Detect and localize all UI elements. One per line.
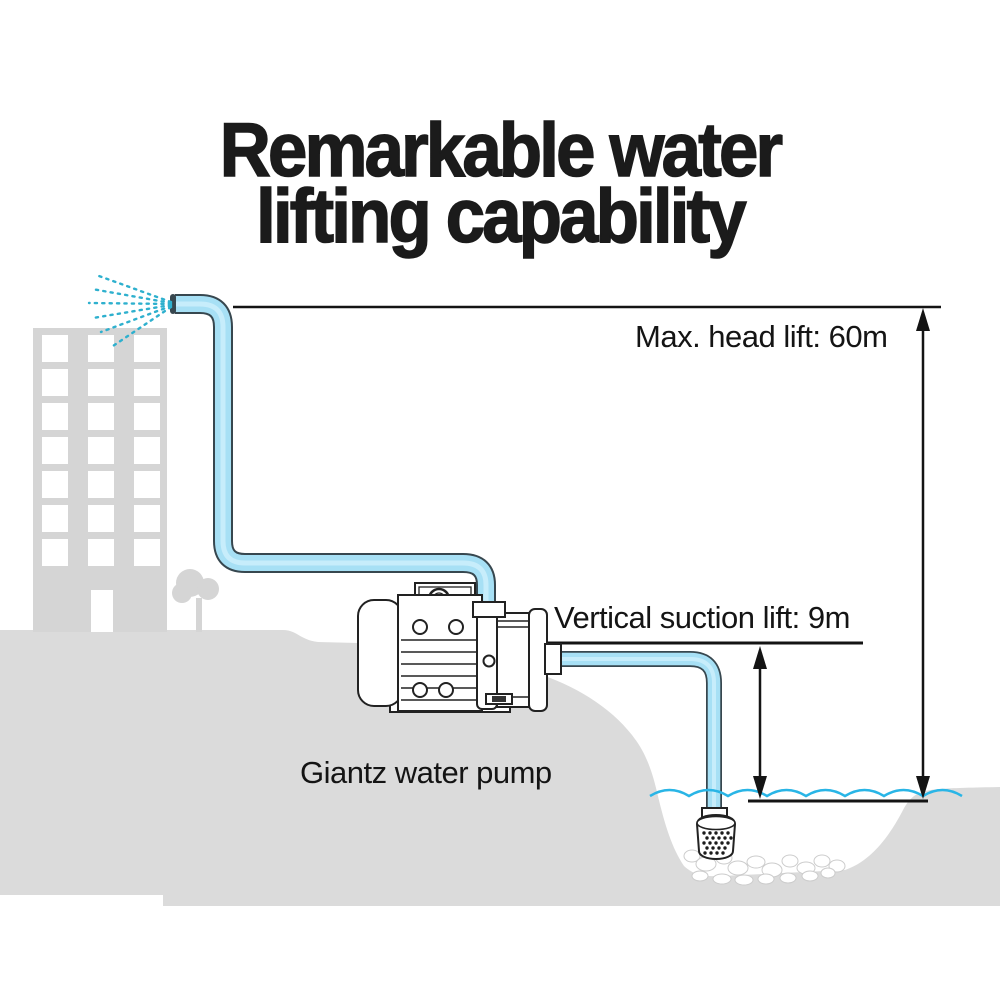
pebbles: [683, 849, 846, 886]
water-pump-illustration: [357, 582, 562, 713]
building-windows: [42, 335, 160, 566]
measurement-arrows: [753, 308, 930, 799]
foot-valve-strainer: [695, 807, 737, 861]
pump-head: [476, 606, 548, 712]
title-line-1: Remarkable water: [219, 108, 784, 193]
pump-caption: Giantz water pump: [300, 755, 552, 790]
pump-top-fitting: [472, 601, 506, 618]
max-head-lift-label: Max. head lift: 60m: [635, 319, 888, 354]
pump-outlet-port: [544, 643, 562, 675]
ground-terrain: [0, 630, 1000, 906]
head-lift-arrow: [916, 308, 930, 799]
suction-pipe: [552, 651, 722, 816]
building-door: [91, 590, 113, 632]
title-line-2: lifting capability: [255, 174, 747, 259]
delivery-pipe: [170, 294, 496, 606]
building-silhouette: [33, 328, 167, 632]
page-title: Remarkable water lifting capability: [35, 108, 965, 259]
strainer-mesh-dots: [702, 831, 733, 855]
spray-nozzle-icon: [87, 274, 173, 348]
vertical-suction-lift-label: Vertical suction lift: 9m: [554, 600, 850, 635]
pump-motor-endcap: [357, 599, 403, 707]
pump-motor-body: [397, 594, 483, 712]
tree-silhouette: [172, 569, 219, 632]
water-surface-waves: [649, 788, 963, 798]
suction-lift-arrow: [753, 646, 767, 799]
